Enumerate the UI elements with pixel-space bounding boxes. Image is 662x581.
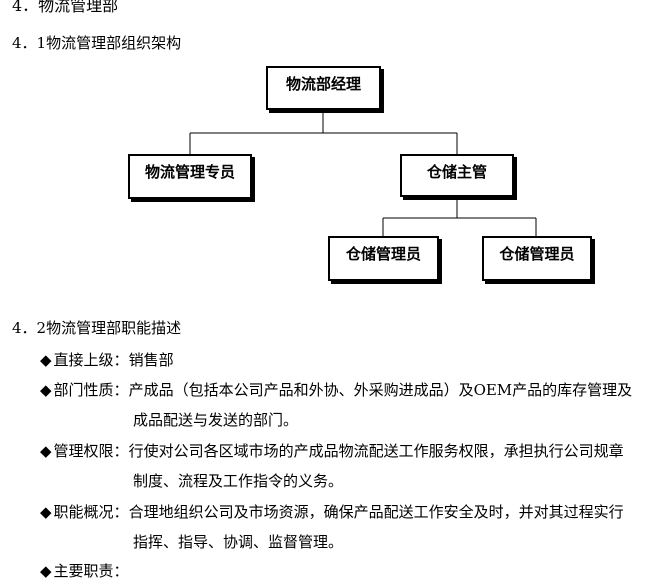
- item-text-continuation: 成品配送与发送的部门。: [133, 411, 299, 429]
- item-main-duties: ◆主要职责：: [40, 561, 129, 581]
- item-text: 合理地组织公司及市场资源，确保产品配送工作安全及时，并对其过程实行: [128, 503, 624, 521]
- item-label: 部门性质：: [53, 381, 129, 399]
- diamond-bullet-icon: ◆: [40, 442, 52, 460]
- item-text-continuation: 指挥、指导、协调、监督管理。: [133, 533, 344, 551]
- org-box-label: 仓储管理员: [345, 245, 421, 263]
- item-text: 销售部: [128, 351, 174, 369]
- diamond-bullet-icon: ◆: [40, 381, 52, 399]
- org-box-label: 仓储管理员: [499, 245, 575, 263]
- item-label: 主要职责：: [53, 562, 129, 580]
- desc-heading: 4．2物流管理部职能描述: [12, 319, 182, 337]
- section-title: 4．物流管理部: [12, 0, 119, 15]
- org-heading: 4．1物流管理部组织架构: [12, 34, 182, 52]
- org-box-warehouse-clerk-2: 仓储管理员: [482, 236, 592, 281]
- org-box-warehouse-clerk-1: 仓储管理员: [328, 236, 439, 281]
- org-box-logistics-manager: 物流部经理: [266, 66, 381, 110]
- item-function-overview: ◆职能概况：合理地组织公司及市场资源，确保产品配送工作安全及时，并对其过程实行: [40, 502, 624, 522]
- item-department-nature: ◆部门性质：产成品（包括本公司产品和外协、外采购进成品）及OEM产品的库存管理及: [40, 380, 632, 400]
- item-label: 直接上级：: [53, 351, 129, 369]
- org-box-label: 物流部经理: [285, 75, 361, 93]
- item-label: 职能概况：: [53, 503, 129, 521]
- org-chart-connectors: [189, 110, 537, 236]
- org-box-label: 仓储主管: [426, 163, 487, 181]
- item-text: 产成品（包括本公司产品和外协、外采购进成品）及OEM产品的库存管理及: [128, 381, 633, 399]
- diamond-bullet-icon: ◆: [40, 351, 52, 369]
- item-direct-superior: ◆直接上级：销售部: [40, 350, 174, 370]
- diamond-bullet-icon: ◆: [40, 503, 52, 521]
- org-box-warehouse-supervisor: 仓储主管: [400, 154, 514, 197]
- org-box-logistics-specialist: 物流管理专员: [128, 154, 252, 199]
- item-label: 管理权限：: [53, 442, 129, 460]
- item-text-continuation: 制度、流程及工作指令的义务。: [133, 472, 344, 490]
- diamond-bullet-icon: ◆: [40, 562, 52, 580]
- item-management-authority: ◆管理权限：行使对公司各区域市场的产成品物流配送工作服务权限，承担执行公司规章: [40, 441, 624, 461]
- org-box-label: 物流管理专员: [144, 163, 235, 181]
- item-text: 行使对公司各区域市场的产成品物流配送工作服务权限，承担执行公司规章: [128, 442, 624, 460]
